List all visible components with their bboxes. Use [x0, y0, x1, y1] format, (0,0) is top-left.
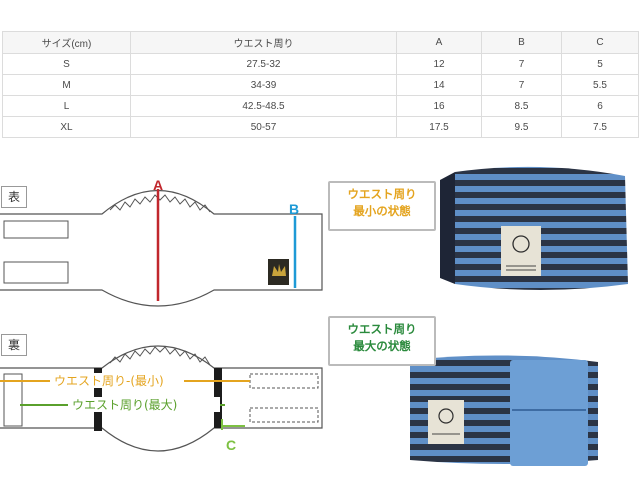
back-tag: 裏 [1, 334, 27, 356]
max-state-label: ウエスト周り 最大の状態 [328, 316, 436, 366]
marker-c-label: C [226, 437, 236, 453]
cell-c: 6 [561, 95, 639, 117]
table-row: XL 50-57 17.5 9.5 7.5 [2, 116, 639, 138]
waist-max-label: ウエスト周り(最大) [72, 398, 177, 412]
cell-waist: 42.5-48.5 [130, 95, 397, 117]
cell-waist: 50-57 [130, 116, 397, 138]
front-tag: 表 [1, 186, 27, 208]
cell-a: 17.5 [396, 116, 482, 138]
cell-size: L [2, 95, 131, 117]
cell-b: 7 [481, 74, 562, 96]
cell-size: M [2, 74, 131, 96]
max-state-line1: ウエスト周り [347, 322, 417, 336]
size-table: サイズ(cm) ウエスト周り A B C S 27.5-32 12 7 5 M … [2, 31, 639, 138]
cell-waist: 27.5-32 [130, 53, 397, 75]
front-diagram: A B [0, 177, 323, 307]
cell-c: 7.5 [561, 116, 639, 138]
cell-size: XL [2, 116, 131, 138]
min-state-label: ウエスト周り 最小の状態 [328, 181, 436, 231]
marker-b-label: B [289, 201, 299, 217]
header-waist: ウエスト周り [130, 31, 397, 54]
cell-b: 7 [481, 53, 562, 75]
cell-a: 14 [396, 74, 482, 96]
header-size: サイズ(cm) [2, 31, 131, 54]
cell-b: 8.5 [481, 95, 562, 117]
back-diagram: ウエスト周り-(最小) ウエスト周り(最大) C [0, 345, 323, 453]
table-row: M 34-39 14 7 5.5 [2, 74, 639, 96]
header-c: C [561, 31, 639, 54]
cell-waist: 34-39 [130, 74, 397, 96]
photo-maximum [410, 355, 598, 466]
photo-minimum [440, 166, 628, 290]
cell-size: S [2, 53, 131, 75]
min-state-line1: ウエスト周り [347, 187, 417, 201]
table-row: S 27.5-32 12 7 5 [2, 53, 639, 75]
max-state-line2: 最大の状態 [353, 339, 411, 353]
min-state-line2: 最小の状態 [353, 204, 411, 218]
waist-min-label: ウエスト周り-(最小) [54, 374, 164, 388]
cell-b: 9.5 [481, 116, 562, 138]
cell-a: 12 [396, 53, 482, 75]
table-row: L 42.5-48.5 16 8.5 6 [2, 95, 639, 117]
marker-a-label: A [153, 177, 163, 193]
